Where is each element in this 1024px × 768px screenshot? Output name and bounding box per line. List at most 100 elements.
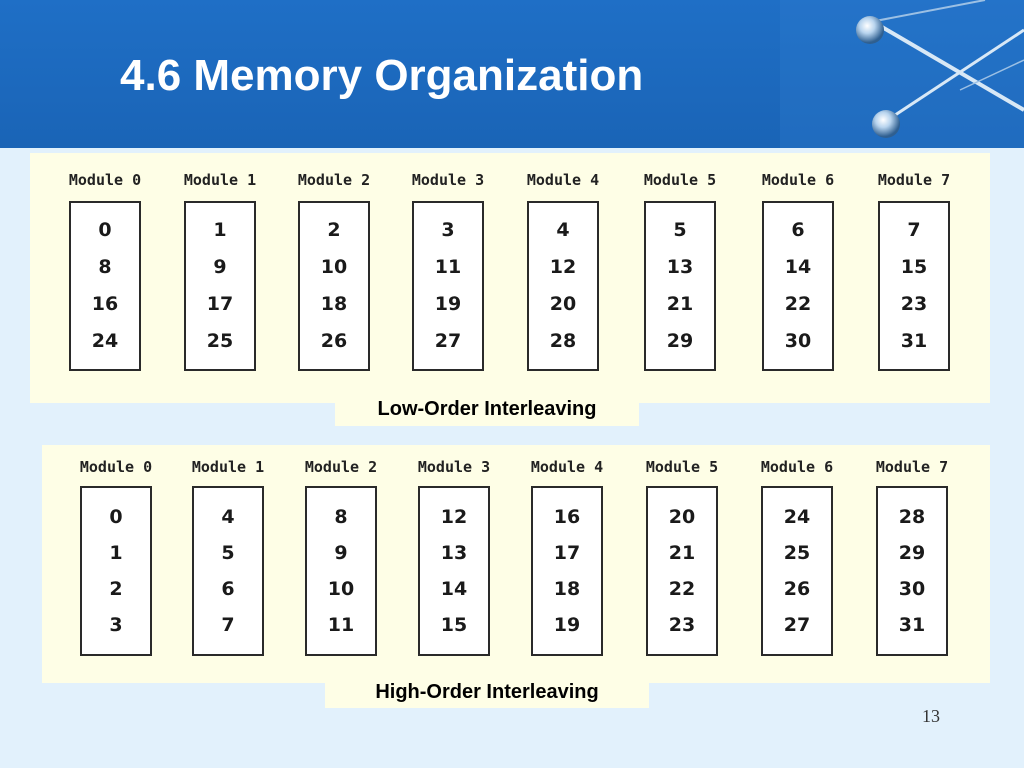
- memory-address-value: 16: [91, 293, 119, 315]
- memory-address-value: 14: [784, 256, 812, 278]
- module-label: Module 4: [530, 458, 604, 476]
- memory-address-value: 19: [553, 614, 581, 636]
- memory-address-value: 30: [898, 578, 926, 600]
- memory-address-value: 31: [898, 614, 926, 636]
- memory-address-value: 25: [206, 330, 234, 352]
- memory-address-value: 10: [320, 256, 348, 278]
- memory-address-value: 11: [434, 256, 462, 278]
- module-label: Module 0: [79, 458, 153, 476]
- memory-address-value: 30: [784, 330, 812, 352]
- memory-address-value: 22: [784, 293, 812, 315]
- memory-module-box: 0 8 16 24: [69, 201, 141, 371]
- module-label: Module 2: [304, 458, 378, 476]
- memory-address-value: 1: [213, 219, 227, 241]
- module-label: Module 6: [761, 171, 835, 189]
- memory-address-value: 5: [673, 219, 687, 241]
- memory-address-value: 15: [440, 614, 468, 636]
- high-order-caption: High-Order Interleaving: [325, 668, 649, 708]
- memory-address-value: 23: [900, 293, 928, 315]
- module-label: Module 7: [877, 171, 951, 189]
- memory-module-box: 16 17 18 19: [531, 486, 603, 656]
- memory-module-box: 0 1 2 3: [80, 486, 152, 656]
- memory-address-value: 28: [549, 330, 577, 352]
- memory-address-value: 14: [440, 578, 468, 600]
- memory-address-value: 5: [221, 542, 235, 564]
- memory-address-value: 2: [327, 219, 341, 241]
- memory-address-value: 31: [900, 330, 928, 352]
- memory-address-value: 23: [668, 614, 696, 636]
- memory-address-value: 11: [327, 614, 355, 636]
- module-label: Module 4: [526, 171, 600, 189]
- memory-address-value: 28: [898, 506, 926, 528]
- memory-address-value: 6: [221, 578, 235, 600]
- memory-address-value: 0: [109, 506, 123, 528]
- slide-page-number: 13: [922, 706, 940, 726]
- memory-module-box: 12 13 14 15: [418, 486, 490, 656]
- memory-address-value: 29: [666, 330, 694, 352]
- memory-address-value: 21: [668, 542, 696, 564]
- memory-module-box: 8 9 10 11: [305, 486, 377, 656]
- module-label: Module 5: [645, 458, 719, 476]
- memory-address-value: 25: [783, 542, 811, 564]
- memory-address-value: 15: [900, 256, 928, 278]
- memory-address-value: 18: [553, 578, 581, 600]
- memory-address-value: 10: [327, 578, 355, 600]
- memory-address-value: 4: [556, 219, 570, 241]
- memory-address-value: 9: [213, 256, 227, 278]
- memory-address-value: 20: [549, 293, 577, 315]
- memory-address-value: 21: [666, 293, 694, 315]
- memory-address-value: 3: [109, 614, 123, 636]
- memory-address-value: 12: [440, 506, 468, 528]
- memory-address-value: 16: [553, 506, 581, 528]
- memory-address-value: 18: [320, 293, 348, 315]
- memory-address-value: 17: [206, 293, 234, 315]
- memory-address-value: 20: [668, 506, 696, 528]
- memory-address-value: 9: [334, 542, 348, 564]
- memory-address-value: 17: [553, 542, 581, 564]
- memory-address-value: 19: [434, 293, 462, 315]
- memory-address-value: 4: [221, 506, 235, 528]
- memory-address-value: 8: [98, 256, 112, 278]
- memory-address-value: 6: [791, 219, 805, 241]
- memory-address-value: 7: [907, 219, 921, 241]
- module-label: Module 3: [417, 458, 491, 476]
- memory-module-box: 2 10 18 26: [298, 201, 370, 371]
- module-label: Module 1: [183, 171, 257, 189]
- memory-address-value: 3: [441, 219, 455, 241]
- memory-address-value: 13: [666, 256, 694, 278]
- memory-address-value: 13: [440, 542, 468, 564]
- memory-address-value: 27: [434, 330, 462, 352]
- memory-module-box: 4 5 6 7: [192, 486, 264, 656]
- memory-address-value: 7: [221, 614, 235, 636]
- memory-module-box: 5 13 21 29: [644, 201, 716, 371]
- memory-address-value: 26: [783, 578, 811, 600]
- module-label: Module 3: [411, 171, 485, 189]
- memory-address-value: 0: [98, 219, 112, 241]
- memory-address-value: 27: [783, 614, 811, 636]
- memory-address-value: 24: [783, 506, 811, 528]
- module-label: Module 7: [875, 458, 949, 476]
- memory-address-value: 8: [334, 506, 348, 528]
- memory-address-value: 12: [549, 256, 577, 278]
- memory-address-value: 1: [109, 542, 123, 564]
- header-decoration-graphic: [780, 0, 1024, 148]
- module-label: Module 5: [643, 171, 717, 189]
- memory-module-box: 1 9 17 25: [184, 201, 256, 371]
- memory-address-value: 24: [91, 330, 119, 352]
- module-label: Module 6: [760, 458, 834, 476]
- module-label: Module 0: [68, 171, 142, 189]
- slide-header: 4.6 Memory Organization: [0, 0, 1024, 148]
- memory-module-box: 6 14 22 30: [762, 201, 834, 371]
- memory-address-value: 26: [320, 330, 348, 352]
- slide-title: 4.6 Memory Organization: [120, 51, 644, 100]
- low-order-caption: Low-Order Interleaving: [335, 386, 639, 426]
- memory-module-box: 4 12 20 28: [527, 201, 599, 371]
- memory-module-box: 7 15 23 31: [878, 201, 950, 371]
- module-label: Module 2: [297, 171, 371, 189]
- memory-module-box: 3 11 19 27: [412, 201, 484, 371]
- memory-address-value: 2: [109, 578, 123, 600]
